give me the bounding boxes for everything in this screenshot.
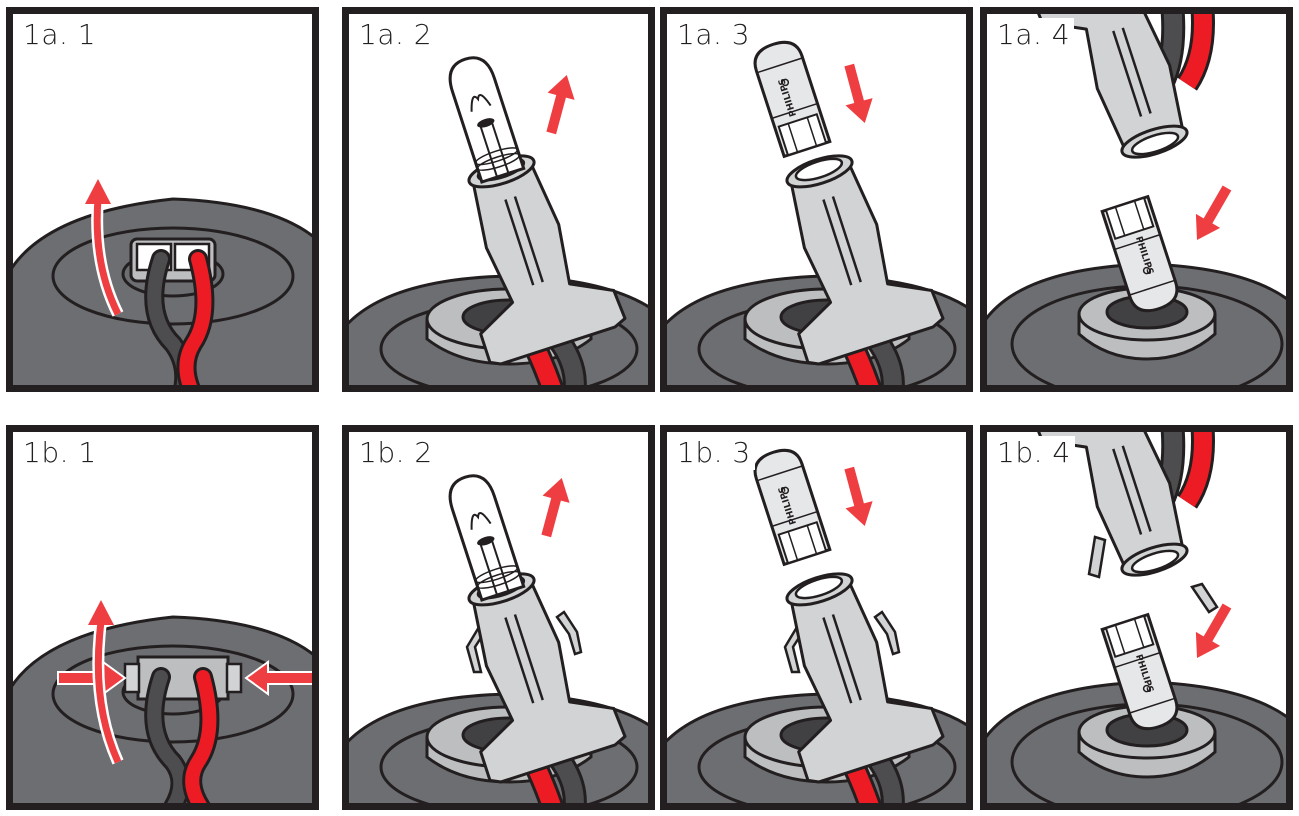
step-panel-1a-1: 1a. 1 (6, 7, 319, 392)
step-panel-1b-2: 1b. 2 (342, 425, 655, 810)
led-insert-icon: PHILIPS (667, 35, 966, 385)
step-label: 1a. 4 (997, 18, 1075, 52)
socket-insert-icon: PHILIPS (987, 432, 1286, 803)
step-panel-1a-3: 1a. 3 PHILIPS (660, 7, 973, 392)
led-insert-icon: PHILIPS (667, 443, 966, 803)
step-panel-1a-4: 1a. 4 PHILIPS (980, 7, 1293, 392)
step-panel-1b-1: 1b. 1 (6, 425, 319, 810)
step-panel-1b-3: 1b. 3 PHILIPS (660, 425, 973, 810)
connector-squeeze-icon (13, 600, 312, 803)
step-label: 1a. 2 (359, 18, 437, 52)
step-label: 1a. 3 (677, 18, 755, 52)
connector-disconnect-icon (13, 179, 312, 385)
step-panel-1b-4: 1b. 4 PHILIPS (980, 425, 1293, 810)
socket-insert-icon: PHILIPS (987, 14, 1286, 385)
step-label: 1b. 4 (997, 436, 1075, 470)
step-label: 1b. 3 (677, 436, 755, 470)
step-label: 1b. 1 (23, 436, 101, 470)
bulb-remove-icon (349, 50, 648, 385)
bulb-remove-icon (349, 468, 648, 803)
step-label: 1a. 1 (23, 18, 101, 52)
step-label: 1b. 2 (359, 436, 437, 470)
step-panel-1a-2: 1a. 2 (342, 7, 655, 392)
